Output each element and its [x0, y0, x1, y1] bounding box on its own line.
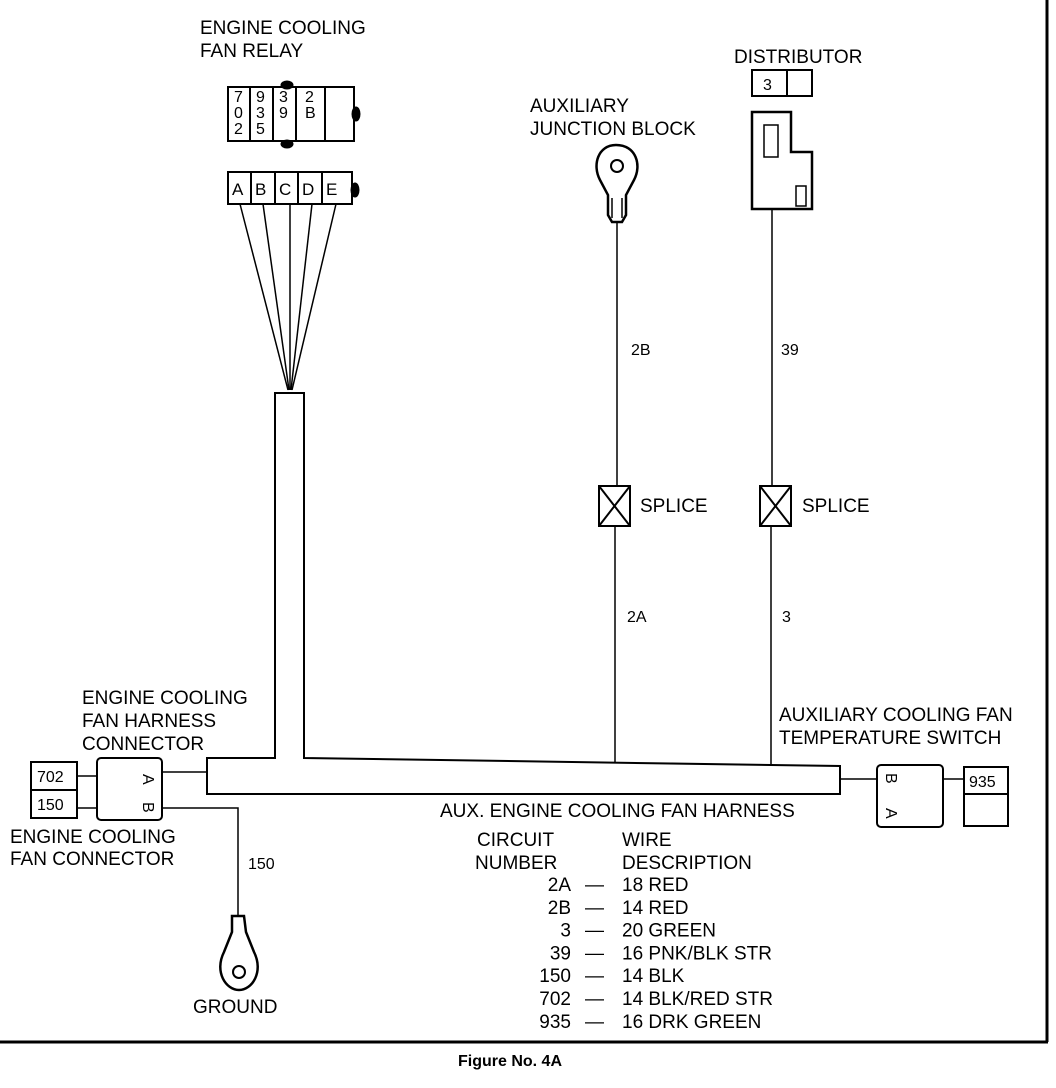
legend-header-right-line1: WIRE: [622, 830, 672, 851]
harness-connector-title-line2: FAN HARNESS: [82, 711, 216, 732]
relay-cell-4-line1: 2: [305, 89, 314, 106]
legend-dash: —: [585, 921, 604, 942]
splice-left-label: SPLICE: [640, 496, 708, 517]
legend-circuit: 3: [560, 921, 571, 942]
legend-description: 16 PNK/BLK STR: [622, 943, 772, 964]
harness-connector-title-line3: CONNECTOR: [82, 734, 204, 755]
legend-description: 16 DRK GREEN: [622, 1012, 761, 1033]
wire-label-2b: 2B: [631, 342, 651, 359]
fan-connector-title-line2: FAN CONNECTOR: [10, 849, 174, 870]
relay-title-line1: ENGINE COOLING: [200, 18, 366, 39]
legend-description: 14 RED: [622, 898, 689, 919]
temp-switch-circuit: 935: [969, 774, 996, 791]
relay-pin-d: D: [302, 180, 314, 199]
legend-dash: —: [585, 966, 604, 987]
legend-circuit: 2B: [548, 898, 571, 919]
temp-switch-pin-a: A: [882, 808, 899, 819]
temp-switch-title-line1: AUXILIARY COOLING FAN: [779, 705, 1013, 726]
relay-cell-1-line1: 7: [234, 89, 243, 106]
wire-label-39: 39: [781, 342, 799, 359]
legend-description: 18 RED: [622, 875, 689, 896]
junction-block: AUXILIARY JUNCTION BLOCK 2B SPLICE 2A: [530, 96, 708, 762]
legend-header-left-line2: NUMBER: [475, 853, 557, 874]
figure-caption: Figure No. 4A: [458, 1053, 562, 1070]
fan-connector-pin-150: 150: [37, 797, 64, 814]
distributor-pin: 3: [763, 77, 772, 94]
legend-description: 14 BLK: [622, 966, 685, 987]
relay-title-line2: FAN RELAY: [200, 41, 303, 62]
legend-dash: —: [585, 1012, 604, 1033]
distributor-title: DISTRIBUTOR: [734, 47, 862, 68]
wire-label-3: 3: [782, 609, 791, 626]
fan-connector-title-line1: ENGINE COOLING: [10, 827, 176, 848]
legend-circuit: 702: [539, 989, 571, 1010]
legend-dash: —: [585, 943, 604, 964]
relay-cell-2-line3: 5: [256, 121, 265, 138]
wire-label-2a: 2A: [627, 609, 647, 626]
ground-label: GROUND: [193, 997, 277, 1018]
splice-right-label: SPLICE: [802, 496, 870, 517]
junction-title-line1: AUXILIARY: [530, 96, 629, 117]
wire-label-150: 150: [248, 856, 275, 873]
fan-connector-pin-702: 702: [37, 769, 64, 786]
relay-cell-2-line1: 9: [256, 89, 265, 106]
legend-circuit: 935: [539, 1012, 571, 1033]
circuit-legend: CIRCUIT NUMBER WIRE DESCRIPTION 2A — 18 RE…: [475, 830, 773, 1033]
relay-pin-c: C: [279, 180, 291, 199]
legend-description: 20 GREEN: [622, 921, 716, 942]
relay-pin-e: E: [326, 180, 337, 199]
relay-cell-3-line2: 9: [279, 105, 288, 122]
legend-circuit: 39: [550, 943, 571, 964]
relay-cell-1-line2: 0: [234, 105, 243, 122]
fan-relay: ENGINE COOLING FAN RELAY 7 0 2 9 3 5 3 9…: [200, 18, 366, 391]
harness-outline: [206, 392, 841, 795]
distributor: DISTRIBUTOR 3 39 SPLICE 3: [734, 47, 870, 764]
temperature-switch: AUXILIARY COOLING FAN TEMPERATURE SWITCH…: [779, 705, 1013, 828]
legend-dash: —: [585, 898, 604, 919]
temp-switch-title-line2: TEMPERATURE SWITCH: [779, 728, 1001, 749]
harness-connector-pin-b: B: [139, 802, 156, 813]
junction-title-line2: JUNCTION BLOCK: [530, 119, 696, 140]
relay-wires: [239, 203, 337, 391]
relay-cell-2-line2: 3: [256, 105, 265, 122]
fan-connectors: ENGINE COOLING FAN HARNESS CONNECTOR 702…: [10, 688, 277, 1018]
legend-header-right-line2: DESCRIPTION: [622, 853, 752, 874]
legend-circuit: 150: [539, 966, 571, 987]
legend-header-left-line1: CIRCUIT: [477, 830, 554, 851]
legend-dash: —: [585, 875, 604, 896]
relay-cell-1-line3: 2: [234, 121, 243, 138]
harness-connector-title-line1: ENGINE COOLING: [82, 688, 248, 709]
legend-description: 14 BLK/RED STR: [622, 989, 773, 1010]
relay-cell-3-line1: 3: [279, 89, 288, 106]
temp-switch-pin-b: B: [882, 773, 899, 784]
harness-title: AUX. ENGINE COOLING FAN HARNESS: [440, 801, 795, 822]
relay-cell-4-line2: B: [305, 105, 316, 122]
legend-circuit: 2A: [548, 875, 572, 896]
legend-dash: —: [585, 989, 604, 1010]
relay-pin-a: A: [232, 180, 244, 199]
relay-pin-b: B: [255, 180, 266, 199]
harness-connector-pin-a: A: [139, 774, 156, 785]
